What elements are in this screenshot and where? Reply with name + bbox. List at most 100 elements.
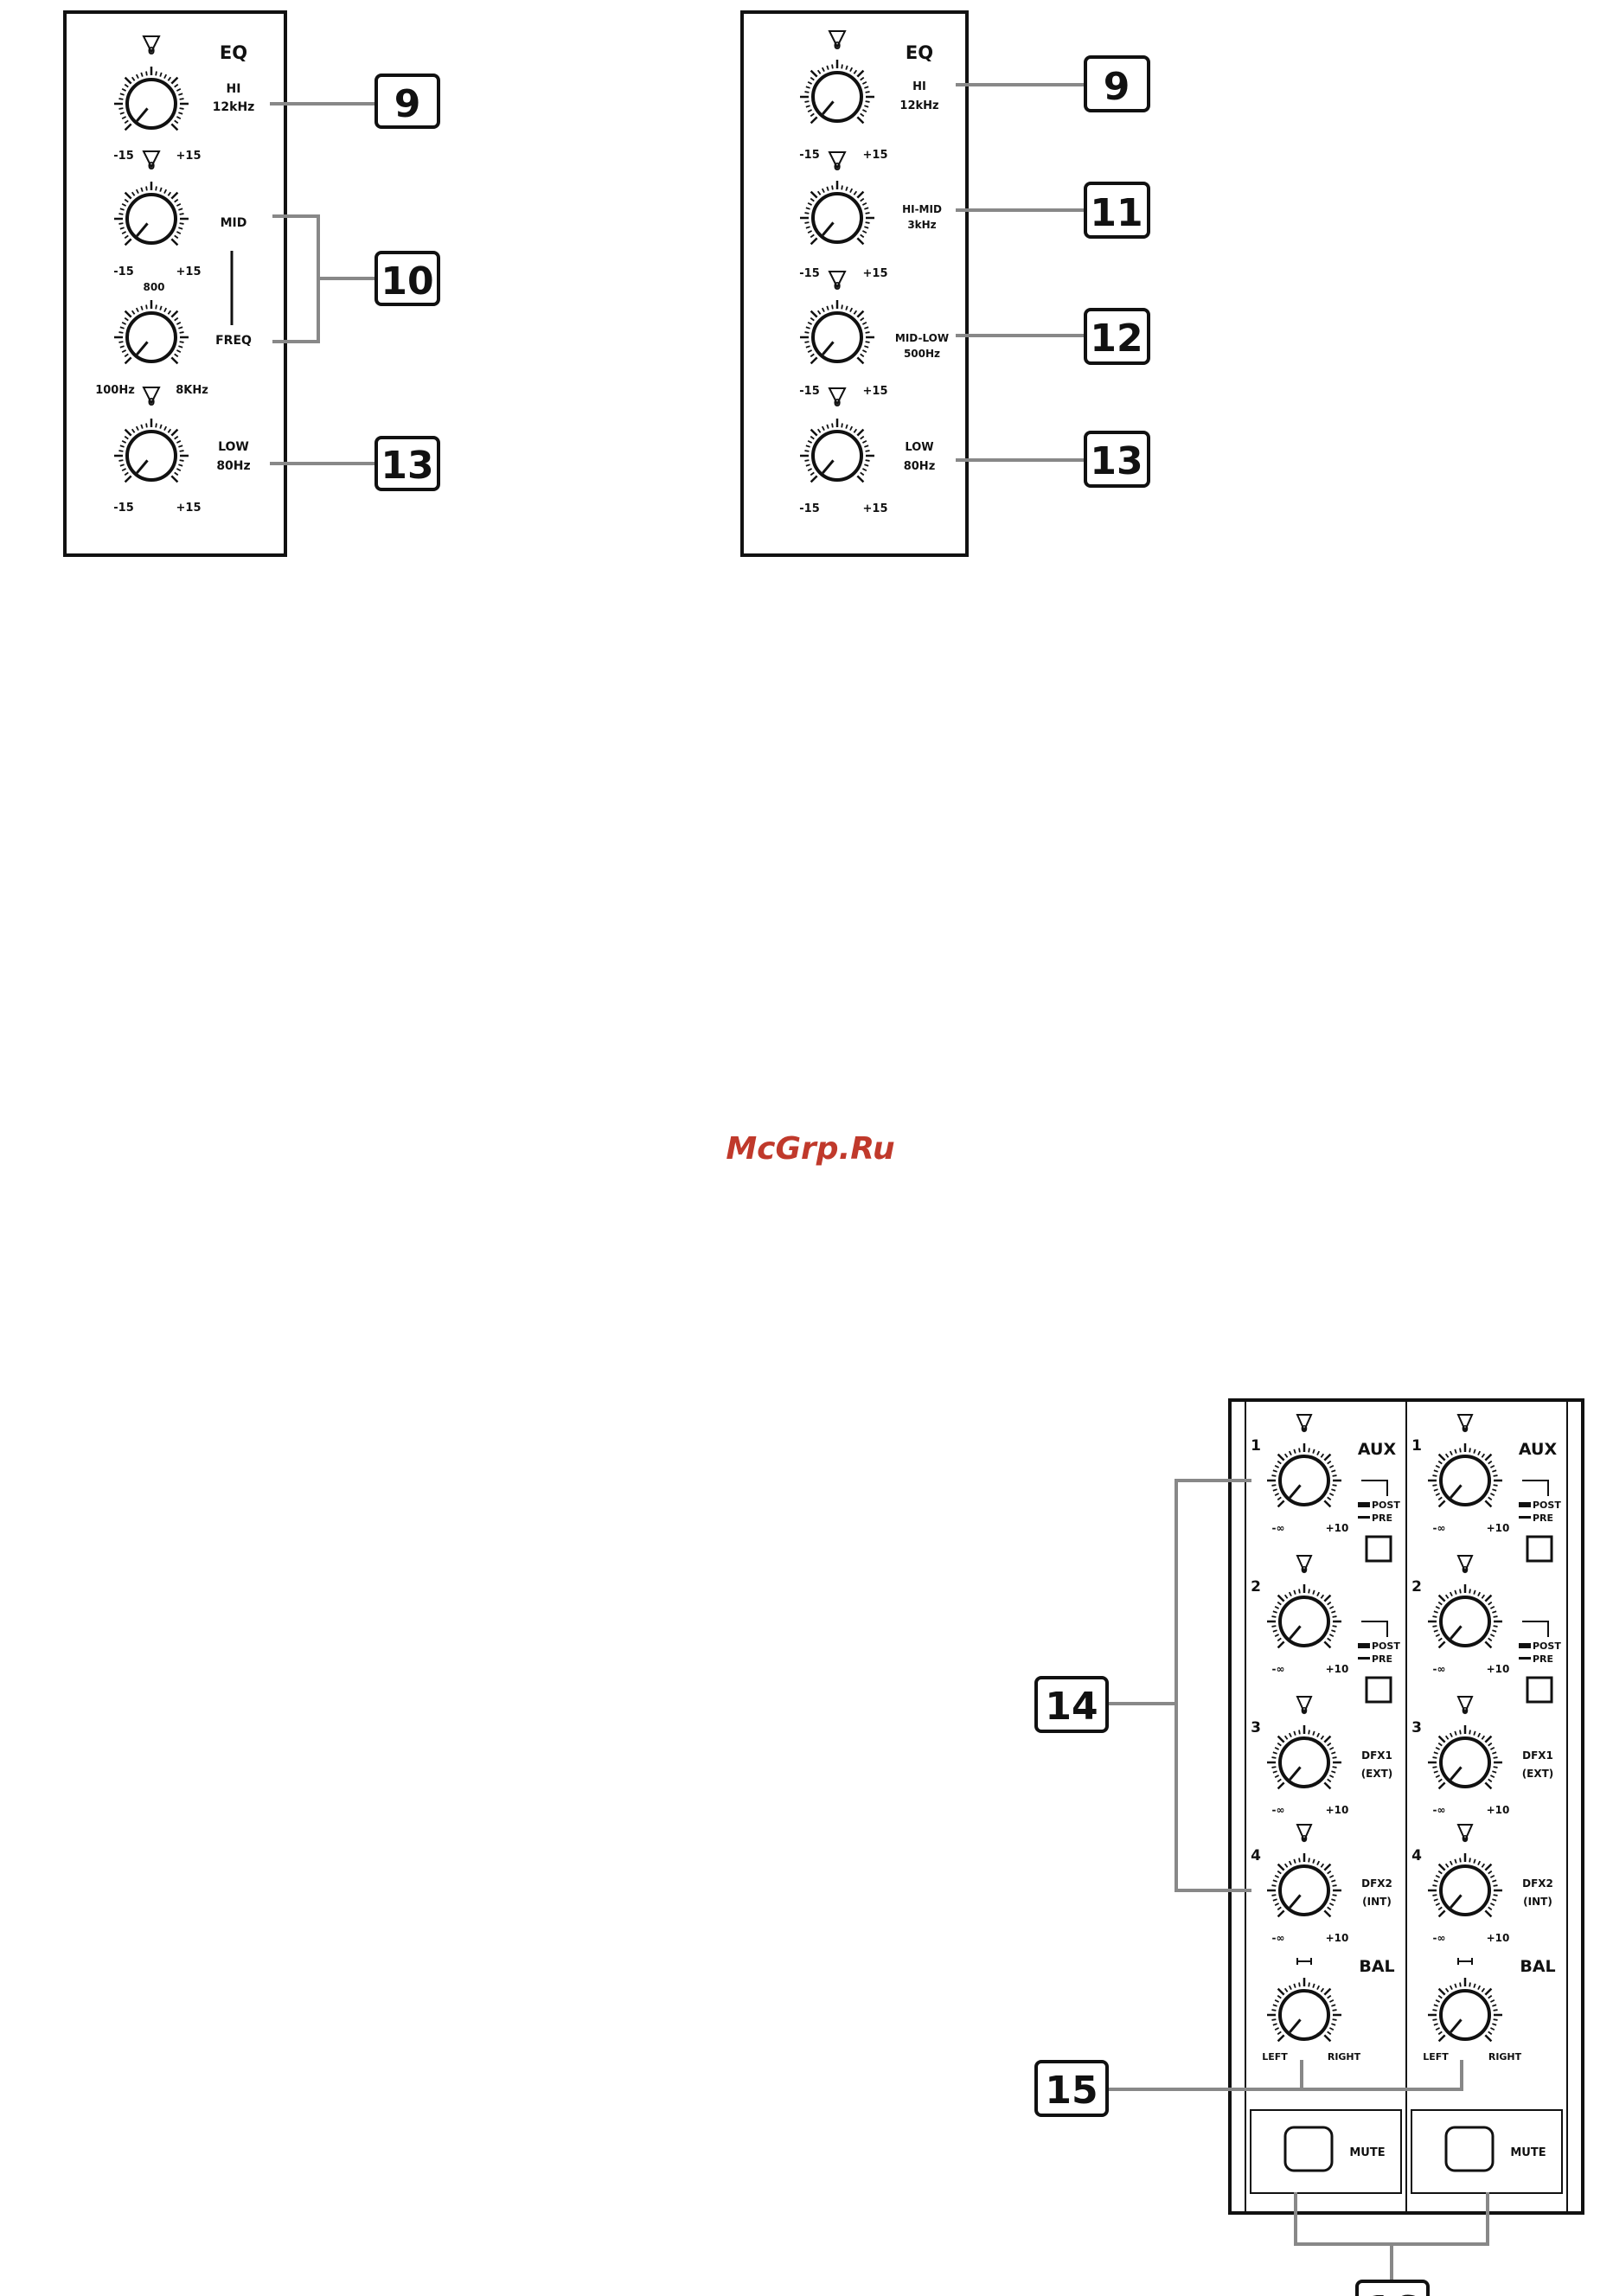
eq-panel-a-frame bbox=[63, 10, 287, 557]
eq-b-himid-knob-group: 0 HI-MID 3kHz -15 +15 bbox=[799, 151, 942, 280]
knob-top-value: 0 bbox=[834, 280, 841, 292]
eq-a-freq-knob-group: 800 FREQ 100Hz 8KHz bbox=[95, 281, 252, 397]
eq-b-midlow-knob-group: 0 MID-LOW 500Hz -15 +15 bbox=[799, 271, 949, 398]
pre-label: PRE bbox=[1372, 1513, 1392, 1524]
mute-section-frame bbox=[1250, 2109, 1402, 2194]
triangle-pointer-icon bbox=[1456, 1696, 1474, 1715]
knob-sublabel: 500Hz bbox=[904, 348, 940, 360]
mute-button[interactable] bbox=[1444, 2126, 1495, 2172]
triangle-pointer-icon bbox=[142, 35, 161, 54]
knob-top-value: 0 bbox=[834, 397, 841, 409]
aux-send-number: 3 bbox=[1251, 1719, 1261, 1736]
rotary-knob-icon[interactable] bbox=[1428, 1978, 1502, 2043]
knob-top-value: 800 bbox=[143, 281, 164, 293]
knob-max-value: +10 bbox=[1487, 1663, 1510, 1675]
knob-max-value: 8KHz bbox=[176, 384, 208, 397]
knob-min-value: -∞ bbox=[1272, 1522, 1285, 1534]
knob-sublabel: 12kHz bbox=[899, 99, 938, 112]
knob-min-value: -∞ bbox=[1272, 1932, 1285, 1944]
callout-number: 10 bbox=[381, 259, 433, 304]
balance-center-mark-icon bbox=[1296, 1958, 1312, 1965]
knob-min-value: -15 bbox=[113, 502, 134, 515]
knob-top-value: 0 bbox=[1462, 1833, 1469, 1845]
rotary-knob-icon[interactable] bbox=[1267, 1853, 1341, 1918]
aux-send-number: 2 bbox=[1251, 1578, 1261, 1596]
bal-right-label: RIGHT bbox=[1328, 2051, 1361, 2063]
eq-a-hi-knob-group: 0 HI 12kHz -15 +15 bbox=[113, 35, 255, 163]
knob-top-value: 0 bbox=[1301, 1564, 1308, 1576]
bal-right-label: RIGHT bbox=[1488, 2051, 1522, 2063]
pre-post-switch-button[interactable] bbox=[1365, 1676, 1392, 1704]
watermark-text: McGrp.Ru bbox=[726, 1131, 894, 1167]
rotary-knob-icon[interactable] bbox=[1428, 1725, 1502, 1790]
triangle-pointer-icon bbox=[1456, 1824, 1474, 1843]
eq-panel-a-title: EQ bbox=[220, 42, 247, 63]
triangle-pointer-icon bbox=[142, 150, 161, 169]
knob-top-value: 0 bbox=[834, 40, 841, 52]
eq-a-mid-knob-group: 0 MID -15 +15 bbox=[113, 150, 246, 278]
bal-title: BAL bbox=[1359, 1957, 1394, 1976]
rotary-knob-icon[interactable] bbox=[800, 419, 874, 483]
callout-box-9 bbox=[374, 74, 440, 129]
rotary-knob-icon[interactable] bbox=[114, 419, 189, 483]
rotary-knob-icon[interactable] bbox=[800, 300, 874, 365]
post-indicator bbox=[1358, 1643, 1370, 1648]
triangle-pointer-icon bbox=[1456, 1414, 1474, 1433]
triangle-pointer-icon bbox=[828, 271, 847, 290]
rotary-knob-icon[interactable] bbox=[1428, 1443, 1502, 1508]
pre-post-switch-button[interactable] bbox=[1365, 1535, 1392, 1563]
eq-panel-b-frame bbox=[740, 10, 969, 557]
rotary-knob-icon[interactable] bbox=[1428, 1584, 1502, 1649]
knob-label: LOW bbox=[218, 440, 249, 454]
knob-min-value: 100Hz bbox=[95, 384, 135, 397]
mute-label: MUTE bbox=[1349, 2146, 1385, 2159]
rotary-knob-icon[interactable] bbox=[114, 182, 189, 246]
rotary-knob-icon[interactable] bbox=[1267, 1725, 1341, 1790]
rotary-knob-icon[interactable] bbox=[1267, 1978, 1341, 2043]
eq-panel-b: EQ 0 HI 12kHz -15 +15 0 HI-MID 3kHz -15 … bbox=[740, 10, 1150, 557]
rotary-knob-icon[interactable] bbox=[1428, 1853, 1502, 1918]
pre-indicator bbox=[1358, 1657, 1370, 1660]
rotary-knob-icon[interactable] bbox=[1267, 1584, 1341, 1649]
knob-sublabel: 12kHz bbox=[213, 100, 255, 114]
aux-title: AUX bbox=[1519, 1440, 1558, 1459]
knob-sublabel: (INT) bbox=[1523, 1896, 1552, 1908]
post-indicator bbox=[1519, 1502, 1531, 1507]
triangle-pointer-icon bbox=[1296, 1824, 1313, 1843]
balance-center-mark-icon bbox=[1457, 1958, 1473, 1965]
mute-button[interactable] bbox=[1283, 2126, 1334, 2172]
knob-top-value: 0 bbox=[1301, 1705, 1308, 1717]
callout-number: 9 bbox=[394, 82, 421, 126]
rotary-knob-icon[interactable] bbox=[1267, 1443, 1341, 1508]
bal-left-label: LEFT bbox=[1423, 2051, 1449, 2063]
rotary-knob-icon[interactable] bbox=[114, 67, 189, 131]
callout-number: 9 bbox=[1104, 65, 1130, 109]
aux-send-number: 2 bbox=[1411, 1578, 1422, 1596]
knob-top-value: 0 bbox=[148, 160, 155, 172]
pre-post-switch-button[interactable] bbox=[1526, 1676, 1553, 1704]
callout-box-14 bbox=[1034, 1676, 1109, 1733]
pre-post-switch-button[interactable] bbox=[1526, 1535, 1553, 1563]
knob-label: LOW bbox=[905, 441, 933, 454]
knob-sublabel: (INT) bbox=[1362, 1896, 1392, 1908]
knob-min-value: -15 bbox=[799, 502, 820, 515]
rotary-knob-icon[interactable] bbox=[800, 60, 874, 125]
knob-label: HI bbox=[227, 82, 241, 96]
rotary-knob-icon[interactable] bbox=[114, 300, 189, 365]
post-label: POST bbox=[1533, 1500, 1561, 1511]
rotary-knob-icon[interactable] bbox=[800, 181, 874, 246]
knob-min-value: -15 bbox=[113, 150, 134, 163]
leader-bracket bbox=[1294, 2192, 1489, 2283]
knob-min-value: -∞ bbox=[1433, 1804, 1446, 1816]
knob-min-value: -∞ bbox=[1433, 1522, 1446, 1534]
switch-outline bbox=[1522, 1621, 1549, 1637]
aux-send-number: 1 bbox=[1251, 1437, 1261, 1455]
knob-sublabel: 80Hz bbox=[216, 459, 250, 473]
